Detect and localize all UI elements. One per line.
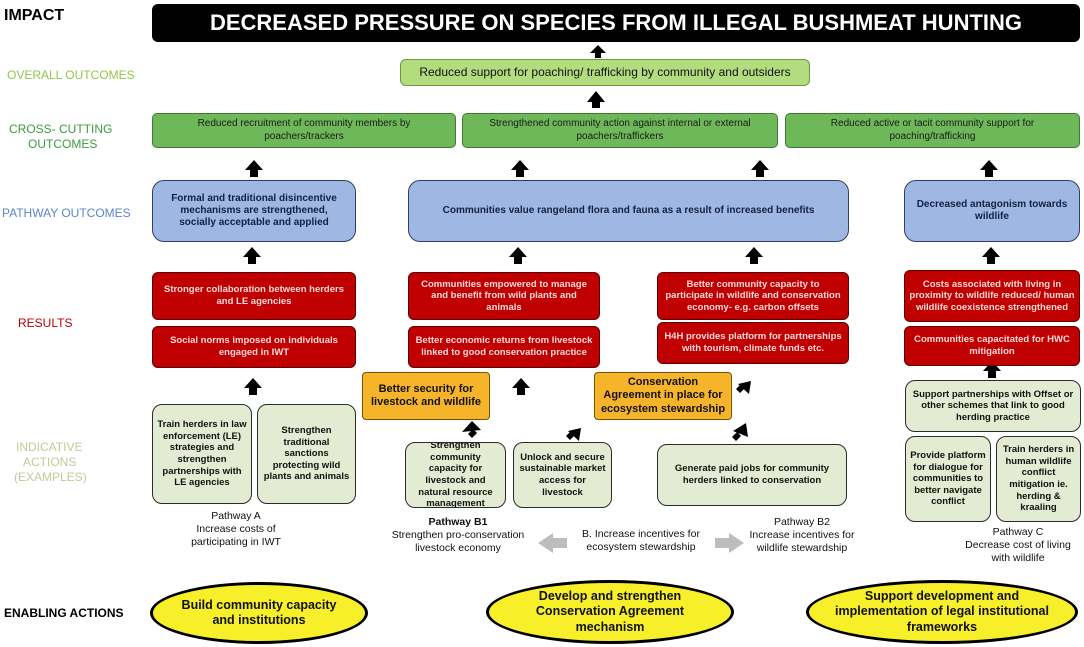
- up-arrow: [511, 160, 529, 177]
- pathway-a-description: Increase costs of participating in IWT: [191, 523, 281, 549]
- result-b2-capacity: Better community capacity to participate…: [657, 272, 849, 320]
- enabling-action-build-capacity: Build community capacity and institution…: [150, 582, 368, 644]
- grey-arrow-left: [538, 533, 567, 553]
- action-b1-strengthen-capacity: Strengthen community capacity for livest…: [405, 442, 506, 508]
- pathway-c-label: Pathway C Decrease cost of living with w…: [958, 526, 1078, 565]
- label-results: RESULTS: [18, 316, 73, 330]
- up-arrow: [980, 160, 998, 177]
- pathway-b2-description: Increase incentives for wildlife steward…: [749, 529, 855, 555]
- enabling-action-conservation-agreement: Develop and strengthen Conservation Agre…: [486, 580, 734, 644]
- up-arrow: [512, 378, 530, 395]
- up-arrow: [243, 247, 261, 264]
- label-pathway-outcomes: PATHWAY OUTCOMES: [2, 206, 131, 220]
- result-c-costs-reduced: Costs associated with living in proximit…: [904, 270, 1080, 322]
- diagonal-arrow: [732, 423, 748, 441]
- intermediate-c-support-partnerships: Support partnerships with Offset or othe…: [905, 380, 1081, 432]
- up-arrow: [245, 160, 263, 177]
- result-b1-empowered: Communities empowered to manage and bene…: [408, 272, 600, 320]
- label-indicative-2: ACTIONS: [23, 455, 77, 469]
- up-arrow: [244, 378, 262, 395]
- up-arrow: [745, 247, 763, 264]
- diagonal-arrow: [462, 421, 481, 438]
- pathway-b1-description: Strengthen pro-conservation livestock ec…: [391, 529, 525, 555]
- result-b2-h4h-platform: H4H provides platform for partnerships w…: [657, 322, 849, 364]
- label-enabling-actions: ENABLING ACTIONS: [4, 606, 124, 620]
- label-impact: IMPACT: [4, 7, 65, 24]
- result-a-collaboration: Stronger collaboration between herders a…: [152, 272, 356, 320]
- diagonal-arrow: [566, 428, 581, 441]
- cross-cutting-outcome-1: Reduced recruitment of community members…: [152, 113, 456, 148]
- action-b1-market-access: Unlock and secure sustainable market acc…: [513, 442, 612, 508]
- intermediate-b2-conservation-agreement: Conservation Agreement in place for ecos…: [594, 372, 732, 420]
- result-b1-economic-returns: Better economic returns from livestock l…: [408, 326, 600, 368]
- result-c-hwc-mitigation: Communities capacitated for HWC mitigati…: [904, 326, 1080, 366]
- action-a-train-herders-le: Train herders in law enforcement (LE) st…: [152, 404, 252, 504]
- cross-cutting-outcome-2: Strengthened community action against in…: [462, 113, 778, 148]
- up-arrow: [509, 247, 527, 264]
- pathway-b2-title: Pathway B2: [773, 516, 831, 528]
- intermediate-b1-security: Better security for livestock and wildli…: [362, 372, 490, 420]
- pathway-c-description: Decrease cost of living with wildlife: [965, 539, 1071, 565]
- pathway-b2-label: Pathway B2 Increase incentives for wildl…: [742, 516, 862, 555]
- label-overall-outcomes: OVERALL OUTCOMES: [7, 68, 135, 82]
- pathway-b1-label: Pathway B1 Strengthen pro-conservation l…: [388, 516, 528, 555]
- pathway-b-center-label: B. Increase incentives for ecosystem ste…: [582, 528, 700, 554]
- label-indicative-3: (EXAMPLES): [14, 470, 87, 484]
- up-arrow: [587, 91, 605, 108]
- overall-outcome-box: Reduced support for poaching/ traffickin…: [400, 59, 810, 86]
- grey-arrow-right: [715, 533, 744, 553]
- enabling-action-legal-frameworks: Support development and implementation o…: [806, 580, 1078, 644]
- up-arrow: [982, 247, 1000, 264]
- up-arrow: [751, 160, 769, 177]
- pathway-c-title: Pathway C: [992, 526, 1044, 538]
- pathway-a-title: Pathway A: [211, 510, 261, 522]
- pathway-b1-title: Pathway B1: [428, 516, 488, 528]
- up-arrow: [983, 361, 1001, 378]
- action-c-train-hwc: Train herders in human wildlife conflict…: [996, 436, 1081, 522]
- label-indicative-1: INDICATIVE: [16, 440, 83, 454]
- label-cross-cutting-1: CROSS- CUTTING: [9, 122, 113, 136]
- action-a-strengthen-sanctions: Strengthen traditional sanctions protect…: [257, 404, 356, 504]
- result-a-social-norms: Social norms imposed on individuals enga…: [152, 326, 356, 368]
- pathway-outcome-c: Decreased antagonism towards wildlife: [904, 180, 1080, 242]
- impact-box: DECREASED PRESSURE ON SPECIES FROM ILLEG…: [152, 4, 1080, 42]
- action-c-dialogue-platform: Provide platform for dialogue for commun…: [905, 436, 991, 522]
- pathway-outcome-b: Communities value rangeland flora and fa…: [408, 180, 849, 242]
- pathway-a-label: Pathway A Increase costs of participatin…: [176, 510, 296, 549]
- up-arrow: [590, 45, 606, 58]
- label-cross-cutting-2: OUTCOMES: [28, 137, 98, 151]
- action-b2-paid-jobs: Generate paid jobs for community herders…: [657, 444, 847, 506]
- pathway-outcome-a: Formal and traditional disincentive mech…: [152, 180, 356, 242]
- cross-cutting-outcome-3: Reduced active or tacit community suppor…: [785, 113, 1080, 148]
- diagonal-arrow: [736, 381, 751, 394]
